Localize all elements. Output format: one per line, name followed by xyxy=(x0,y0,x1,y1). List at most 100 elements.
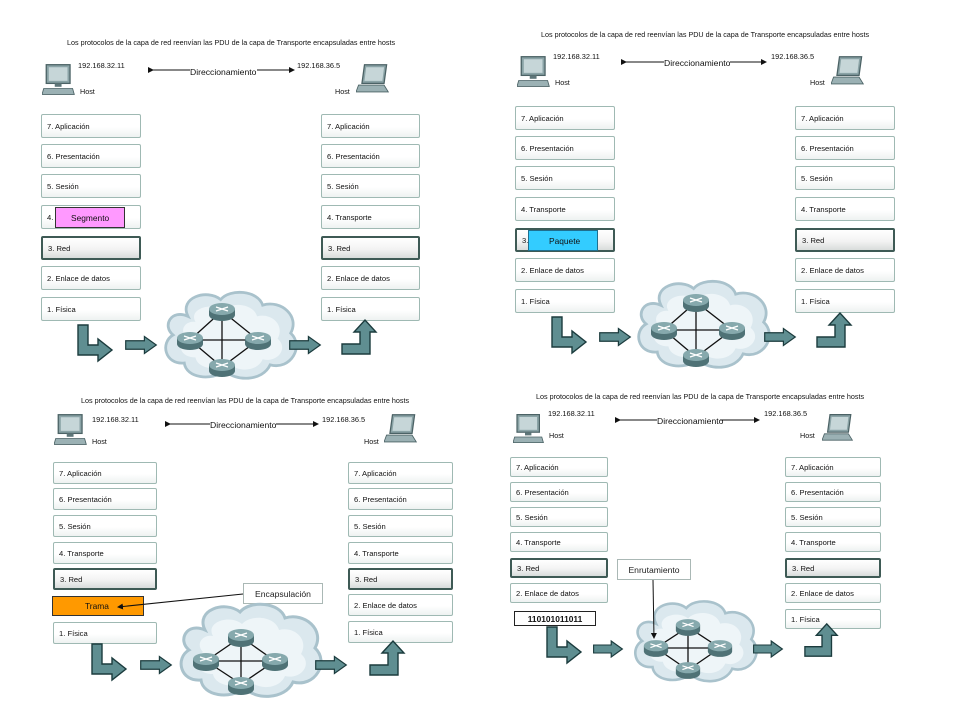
layer-transport: 4. Transporte xyxy=(348,542,453,564)
layer-session: 5. Sesión xyxy=(510,507,608,527)
right-host-label: Host xyxy=(800,431,815,440)
laptop-computer-icon xyxy=(822,413,854,441)
left-host-ip: 192.168.32.11 xyxy=(553,52,600,61)
flow-arrow-up-icon xyxy=(804,623,838,657)
layer-network: 3. Red xyxy=(348,568,453,590)
layer-presentation: 6. Presentación xyxy=(515,136,615,160)
layer-physical: 1. Física xyxy=(515,289,615,313)
left-host-label: Host xyxy=(555,78,570,87)
layer-data-link: 2. Enlace de datos xyxy=(348,594,453,616)
encapsulation-pointer xyxy=(117,593,244,610)
pdu-packet: Paquete xyxy=(528,230,598,251)
layer-transport: 4. Transporte xyxy=(795,197,895,221)
flow-arrow-icon xyxy=(592,640,624,658)
layer-data-link: 2. Enlace de datos xyxy=(510,583,608,603)
pdu-frame: Trama xyxy=(52,596,144,616)
flow-arrow-up-icon xyxy=(369,640,405,676)
right-host-ip: 192.168.36.5 xyxy=(764,409,808,418)
router-mesh xyxy=(650,293,746,368)
right-host-ip: 192.168.36.5 xyxy=(322,415,366,424)
addressing-label: Direccionamiento xyxy=(190,67,257,77)
layer-application: 7. Aplicación xyxy=(53,462,157,484)
panel-caption: Los protocolos de la capa de red reenvía… xyxy=(81,396,410,405)
flow-arrow-down-icon xyxy=(551,316,587,354)
routing-pointer xyxy=(650,579,657,639)
layer-presentation: 6. Presentación xyxy=(348,488,453,510)
right-host-ip: 192.168.36.5 xyxy=(297,61,341,70)
layer-physical: 1. Física xyxy=(321,297,420,321)
flow-arrow-icon xyxy=(140,655,172,675)
laptop-computer-icon xyxy=(356,64,389,93)
layer-transport: 4. Transporte xyxy=(321,205,420,229)
flow-arrow-up-icon xyxy=(341,319,377,355)
layer-session: 5. Sesión xyxy=(348,515,453,537)
flow-arrow-icon xyxy=(599,327,631,347)
layer-network: 3. Red xyxy=(53,568,157,590)
router-mesh xyxy=(176,302,272,378)
layer-physical: 1. Física xyxy=(41,297,141,321)
left-host-label: Host xyxy=(549,431,564,440)
layer-application: 7. Aplicación xyxy=(795,106,895,130)
layer-presentation: 6. Presentación xyxy=(53,488,157,510)
layer-session: 5. Sesión xyxy=(785,507,881,527)
flow-arrow-icon xyxy=(752,640,784,658)
flow-arrow-up-icon xyxy=(816,312,852,348)
router-mesh xyxy=(192,628,289,696)
pdu-segment: Segmento xyxy=(55,207,125,228)
layer-application: 7. Aplicación xyxy=(348,462,453,484)
layer-session: 5. Sesión xyxy=(41,174,141,198)
left-host-ip: 192.168.32.11 xyxy=(78,61,125,70)
layer-application: 7. Aplicación xyxy=(321,114,420,138)
layer-session: 5. Sesión xyxy=(321,174,420,198)
layer-physical: 1. Física xyxy=(785,609,881,629)
layer-presentation: 6. Presentación xyxy=(785,482,881,502)
layer-application: 7. Aplicación xyxy=(515,106,615,130)
layer-transport: 4. Transporte xyxy=(515,197,615,221)
left-host-label: Host xyxy=(80,87,95,96)
desktop-computer-icon xyxy=(517,56,550,88)
panel-caption: Los protocolos de la capa de red reenvía… xyxy=(536,392,865,401)
flow-arrow-down-icon xyxy=(91,643,127,681)
right-host-ip: 192.168.36.5 xyxy=(771,52,815,61)
addressing-label: Direccionamiento xyxy=(657,416,724,426)
addressing-label: Direccionamiento xyxy=(210,420,277,430)
layer-transport: 4. Transporte xyxy=(510,532,608,552)
laptop-computer-icon xyxy=(831,56,864,85)
laptop-computer-icon xyxy=(384,414,417,443)
layer-data-link: 2. Enlace de datos xyxy=(41,266,141,290)
layer-physical: 1. Física xyxy=(53,622,157,644)
desktop-computer-icon xyxy=(54,414,87,446)
left-host-label: Host xyxy=(92,437,107,446)
layer-presentation: 6. Presentación xyxy=(41,144,141,168)
layer-transport: 4. Transporte xyxy=(53,542,157,564)
flow-arrow-icon xyxy=(125,335,157,355)
addressing-label: Direccionamiento xyxy=(664,58,731,68)
layer-data-link: 2. Enlace de datos xyxy=(321,266,420,290)
layer-session: 5. Sesión xyxy=(53,515,157,537)
layer-application: 7. Aplicación xyxy=(785,457,881,477)
flow-arrow-down-icon xyxy=(77,324,113,362)
encapsulation-callout: Encapsulación xyxy=(243,583,323,604)
desktop-computer-icon xyxy=(42,64,75,96)
layer-application: 7. Aplicación xyxy=(41,114,141,138)
layer-presentation: 6. Presentación xyxy=(795,136,895,160)
layer-data-link: 2. Enlace de datos xyxy=(515,258,615,282)
left-host-ip: 192.168.32.11 xyxy=(548,409,595,418)
layer-data-link: 2. Enlace de datos xyxy=(795,258,895,282)
layer-physical: 1. Física xyxy=(795,289,895,313)
right-host-label: Host xyxy=(364,437,379,446)
panel-caption: Los protocolos de la capa de red reenvía… xyxy=(67,38,396,47)
flow-arrow-down-icon xyxy=(546,626,582,664)
left-host-ip: 192.168.32.11 xyxy=(92,415,139,424)
bitstream: 110101011011 xyxy=(514,611,596,626)
panel-caption: Los protocolos de la capa de red reenvía… xyxy=(541,30,870,39)
routing-callout: Enrutamiento xyxy=(617,559,691,580)
desktop-computer-icon xyxy=(513,413,545,444)
layer-network: 3. Red xyxy=(785,558,881,578)
layer-transport: 4. Transporte xyxy=(785,532,881,552)
layer-presentation: 6. Presentación xyxy=(510,482,608,502)
layer-network: 3. Red xyxy=(41,236,141,260)
layer-application: 7. Aplicación xyxy=(510,457,608,477)
layer-network: 3. Red xyxy=(321,236,420,260)
